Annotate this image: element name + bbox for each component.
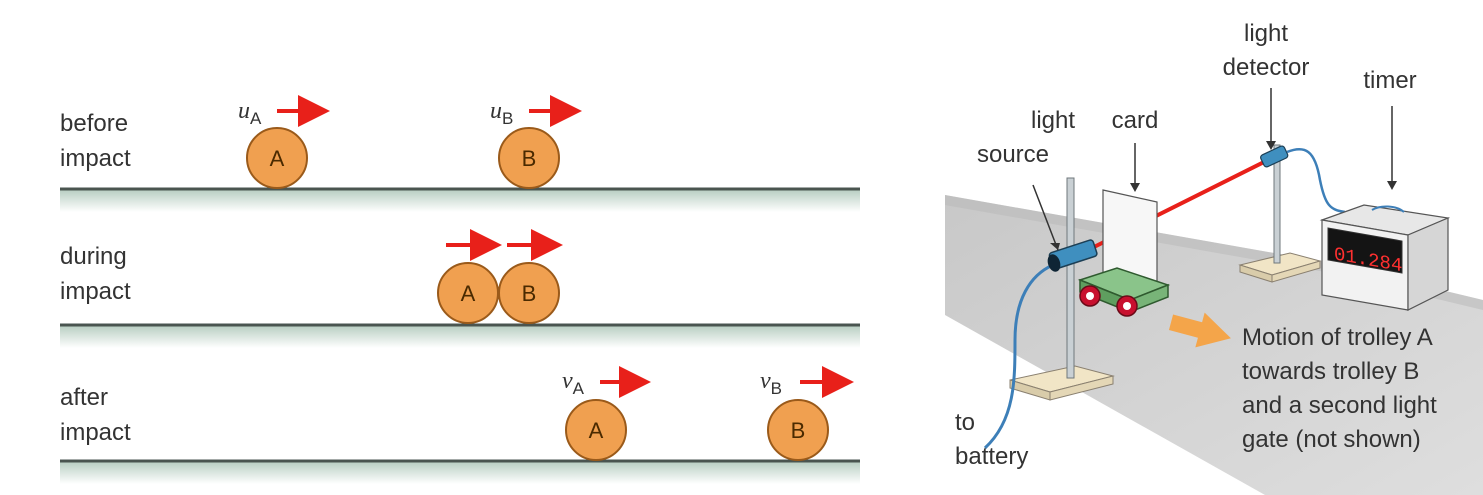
ball-b-letter: B [522,281,537,306]
pointer-head [1130,183,1140,192]
battery-cable [983,263,1054,450]
timer-label: timer [1363,67,1416,94]
ball-a [246,127,308,189]
light-source-stand [1009,177,1115,401]
motion-note: Motion of trolley A towards trolley B an… [1242,324,1437,453]
card-label: card [1112,107,1159,134]
ball-b-letter: B [791,418,806,443]
track-shadow [60,462,860,484]
collision-panel: before impact A uA B uB during impact [60,95,860,484]
light-source-label-line1: light [1031,107,1075,134]
track-shadow [60,190,860,212]
velocity-label-va: vA [562,368,585,398]
ball-a-letter: A [461,281,476,306]
light-detector [1260,145,1289,168]
row-during-impact: during impact A B [60,229,860,348]
light-detector-stand [1238,144,1322,283]
bench-edge [945,195,1483,310]
track-shadow [60,326,860,348]
apparatus-panel: 01.284 light source card light detector … [945,20,1483,495]
row-before-impact: before impact A uA B uB [60,95,860,212]
pointer-head [1050,243,1060,250]
motion-note-line: towards trolley B [1242,358,1419,385]
light-source-label-line2: source [977,141,1049,168]
ball-b [767,399,829,461]
wheel-hub [1086,292,1094,300]
velocity-label-ua: uA [238,98,262,128]
wheel-hub [1123,302,1131,310]
timer-display [1327,227,1403,274]
pointer-head [1387,181,1397,190]
pointer-light-source [1032,184,1059,251]
ball-b-letter: B [522,146,537,171]
ball-a-letter: A [270,146,285,171]
row-label-line1: before [60,110,128,137]
ball-b [498,262,560,324]
battery-label-line2: battery [955,443,1028,470]
row-label-line2: impact [60,419,131,446]
ball-a [565,399,627,461]
light-detector-label-line2: detector [1223,54,1310,81]
trolley [1077,267,1171,317]
velocity-label-ub: uB [490,98,513,128]
row-after-impact: after impact A vA B vB [60,366,860,484]
battery-label-line1: to [955,409,975,436]
motion-note-line: gate (not shown) [1242,426,1421,453]
timer-box: 01.284 [1319,204,1451,311]
timer-cable [1286,147,1346,214]
motion-note-line: and a second light [1242,392,1437,419]
pointer-head [1266,141,1276,150]
light-source [1047,239,1098,272]
row-label-line1: after [60,384,108,411]
motion-note-line: Motion of trolley A [1242,324,1433,351]
velocity-label-vb: vB [760,368,782,398]
row-label-line1: during [60,243,127,270]
row-label-line2: impact [60,278,131,305]
light-detector-label-line1: light [1244,20,1288,47]
ball-b [498,127,560,189]
row-label-line2: impact [60,145,131,172]
motion-arrow [1168,312,1231,348]
ball-a-letter: A [589,418,604,443]
